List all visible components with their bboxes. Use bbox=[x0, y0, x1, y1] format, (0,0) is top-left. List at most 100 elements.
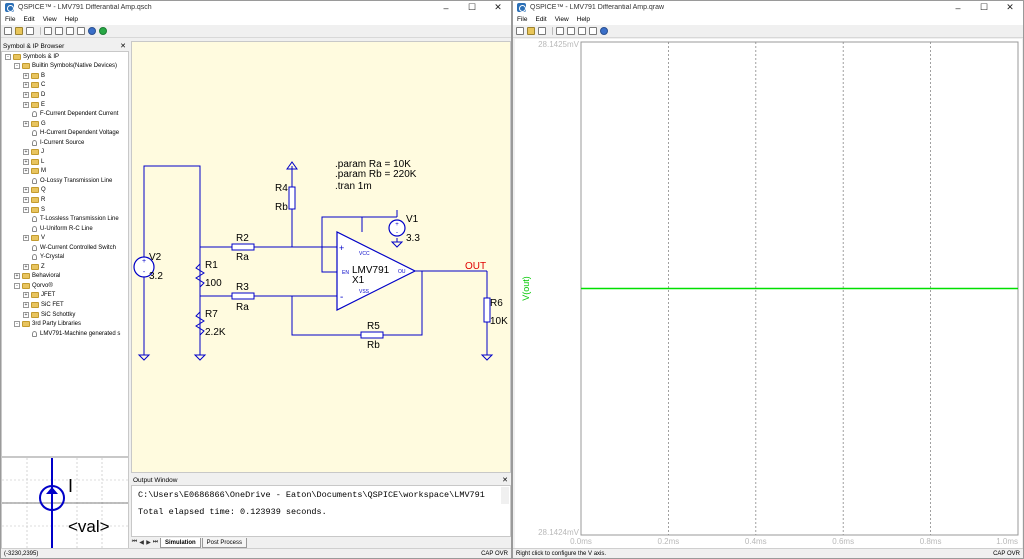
menu-edit[interactable]: Edit bbox=[535, 16, 546, 23]
collapse-icon[interactable]: - bbox=[5, 54, 11, 60]
new-file-icon[interactable] bbox=[516, 27, 524, 35]
tree-item[interactable]: +J bbox=[2, 147, 128, 157]
expand-icon[interactable]: + bbox=[23, 235, 29, 241]
expand-icon[interactable]: + bbox=[23, 197, 29, 203]
menu-edit[interactable]: Edit bbox=[23, 16, 34, 23]
tree-item[interactable]: O-Lossy Transmission Line bbox=[2, 176, 128, 186]
copy-icon[interactable] bbox=[567, 27, 575, 35]
cut-icon[interactable] bbox=[44, 27, 52, 35]
tree-item[interactable]: Y-Crystal bbox=[2, 252, 128, 262]
open-folder-icon[interactable] bbox=[15, 27, 23, 35]
tree-item[interactable]: +Z bbox=[2, 262, 128, 272]
net-label-out[interactable]: OUT bbox=[465, 261, 486, 272]
save-icon[interactable] bbox=[26, 27, 34, 35]
menu-view[interactable]: View bbox=[555, 16, 569, 23]
tree-item[interactable]: +C bbox=[2, 81, 128, 91]
expand-icon[interactable]: + bbox=[23, 92, 29, 98]
menu-file[interactable]: File bbox=[5, 16, 15, 23]
tran-directive[interactable]: .tran 1m bbox=[335, 181, 372, 192]
expand-icon[interactable]: + bbox=[23, 312, 29, 318]
new-file-icon[interactable] bbox=[4, 27, 12, 35]
tree-item[interactable]: -Qorvo® bbox=[2, 281, 128, 291]
expand-icon[interactable]: + bbox=[23, 73, 29, 79]
tab-last-icon[interactable]: ⏭ bbox=[152, 539, 159, 546]
collapse-icon[interactable]: - bbox=[14, 63, 20, 69]
schematic-titlebar[interactable]: QSPICE™ - LMV791 Differantial Amp.qsch –… bbox=[1, 1, 511, 14]
tab-post-process[interactable]: Post Process bbox=[202, 538, 247, 548]
print-icon[interactable] bbox=[77, 27, 85, 35]
minimize-button[interactable]: – bbox=[945, 1, 971, 14]
copy-icon[interactable] bbox=[55, 27, 63, 35]
expand-icon[interactable]: + bbox=[23, 264, 29, 270]
help-icon[interactable] bbox=[88, 27, 96, 35]
waveform-plot[interactable]: 0.0ms0.2ms0.4ms0.6ms0.8ms1.0ms28.1425mV2… bbox=[515, 39, 1022, 550]
tree-item[interactable]: W-Current Controlled Switch bbox=[2, 243, 128, 253]
tree-item[interactable]: F-Current Dependent Current bbox=[2, 109, 128, 119]
tree-item[interactable]: +M bbox=[2, 167, 128, 177]
close-panel-icon[interactable]: ✕ bbox=[120, 42, 126, 50]
paste-icon[interactable] bbox=[578, 27, 586, 35]
expand-icon[interactable]: + bbox=[23, 168, 29, 174]
help-icon[interactable] bbox=[600, 27, 608, 35]
tab-next-icon[interactable]: ▶ bbox=[145, 539, 152, 546]
expand-icon[interactable]: + bbox=[23, 187, 29, 193]
save-icon[interactable] bbox=[538, 27, 546, 35]
tree-item[interactable]: +L bbox=[2, 157, 128, 167]
maximize-button[interactable]: ☐ bbox=[459, 1, 485, 14]
run-simulation-icon[interactable] bbox=[99, 27, 107, 35]
waveform-titlebar[interactable]: QSPICE™ - LMV791 Differantial Amp.qraw –… bbox=[513, 1, 1023, 14]
tree-item[interactable]: -Builtin Symbols(Native Devices) bbox=[2, 62, 128, 72]
expand-icon[interactable]: + bbox=[23, 121, 29, 127]
open-folder-icon[interactable] bbox=[527, 27, 535, 35]
opamp-lmv791[interactable]: + - EN VCC VSS OU LMV791 X1 bbox=[325, 232, 415, 310]
expand-icon[interactable]: + bbox=[23, 159, 29, 165]
tab-simulation[interactable]: Simulation bbox=[160, 538, 201, 548]
tree-item[interactable]: U-Uniform R-C Line bbox=[2, 224, 128, 234]
tree-item[interactable]: +SiC Schottky bbox=[2, 310, 128, 320]
maximize-button[interactable]: ☐ bbox=[971, 1, 997, 14]
tab-first-icon[interactable]: ⏮ bbox=[131, 539, 138, 546]
tree-item[interactable]: +V bbox=[2, 233, 128, 243]
v1-source[interactable]: + - bbox=[389, 220, 405, 236]
tree-item[interactable]: I-Current Source bbox=[2, 138, 128, 148]
expand-icon[interactable]: + bbox=[23, 149, 29, 155]
tab-prev-icon[interactable]: ◀ bbox=[138, 539, 145, 546]
tree-item[interactable]: +R bbox=[2, 195, 128, 205]
tree-item[interactable]: H-Current Dependent Voltage bbox=[2, 128, 128, 138]
cut-icon[interactable] bbox=[556, 27, 564, 35]
print-icon[interactable] bbox=[589, 27, 597, 35]
tree-item[interactable]: +SiC FET bbox=[2, 300, 128, 310]
tree-item[interactable]: +Q bbox=[2, 186, 128, 196]
tree-item[interactable]: -3rd Party Libraries bbox=[2, 319, 128, 329]
menu-help[interactable]: Help bbox=[577, 16, 590, 23]
tree-item[interactable]: +G bbox=[2, 119, 128, 129]
tree-item[interactable]: +JFET bbox=[2, 291, 128, 301]
expand-icon[interactable]: + bbox=[23, 82, 29, 88]
schematic-canvas[interactable]: + - + - + - EN VCC VSS OU LMV791 bbox=[131, 41, 511, 473]
expand-icon[interactable]: + bbox=[23, 207, 29, 213]
collapse-icon[interactable]: - bbox=[14, 283, 20, 289]
menu-view[interactable]: View bbox=[43, 16, 57, 23]
menu-file[interactable]: File bbox=[517, 16, 527, 23]
expand-icon[interactable]: + bbox=[23, 292, 29, 298]
output-window[interactable]: C:\Users\E0686866\OneDrive - Eaton\Docum… bbox=[131, 485, 511, 537]
menu-help[interactable]: Help bbox=[65, 16, 78, 23]
symbol-tree[interactable]: -Symbols & IP-Builtin Symbols(Native Dev… bbox=[1, 51, 129, 457]
close-button[interactable]: ✕ bbox=[485, 1, 511, 14]
tree-item[interactable]: +B bbox=[2, 71, 128, 81]
tree-item[interactable]: +E bbox=[2, 100, 128, 110]
tree-item[interactable]: +D bbox=[2, 90, 128, 100]
minimize-button[interactable]: – bbox=[433, 1, 459, 14]
expand-icon[interactable]: + bbox=[23, 102, 29, 108]
tree-item[interactable]: -Symbols & IP bbox=[2, 52, 128, 62]
close-output-icon[interactable]: ✕ bbox=[502, 476, 508, 484]
paste-icon[interactable] bbox=[66, 27, 74, 35]
tree-item[interactable]: LMV791-Machine generated s bbox=[2, 329, 128, 339]
tree-item[interactable]: +Behavioral bbox=[2, 272, 128, 282]
tree-item[interactable]: T-Lossless Transmission Line bbox=[2, 214, 128, 224]
close-button[interactable]: ✕ bbox=[997, 1, 1023, 14]
tree-item[interactable]: +S bbox=[2, 205, 128, 215]
output-scrollbar[interactable] bbox=[501, 487, 509, 504]
param-rb[interactable]: .param Rb = 220K bbox=[335, 169, 417, 180]
expand-icon[interactable]: + bbox=[14, 273, 20, 279]
